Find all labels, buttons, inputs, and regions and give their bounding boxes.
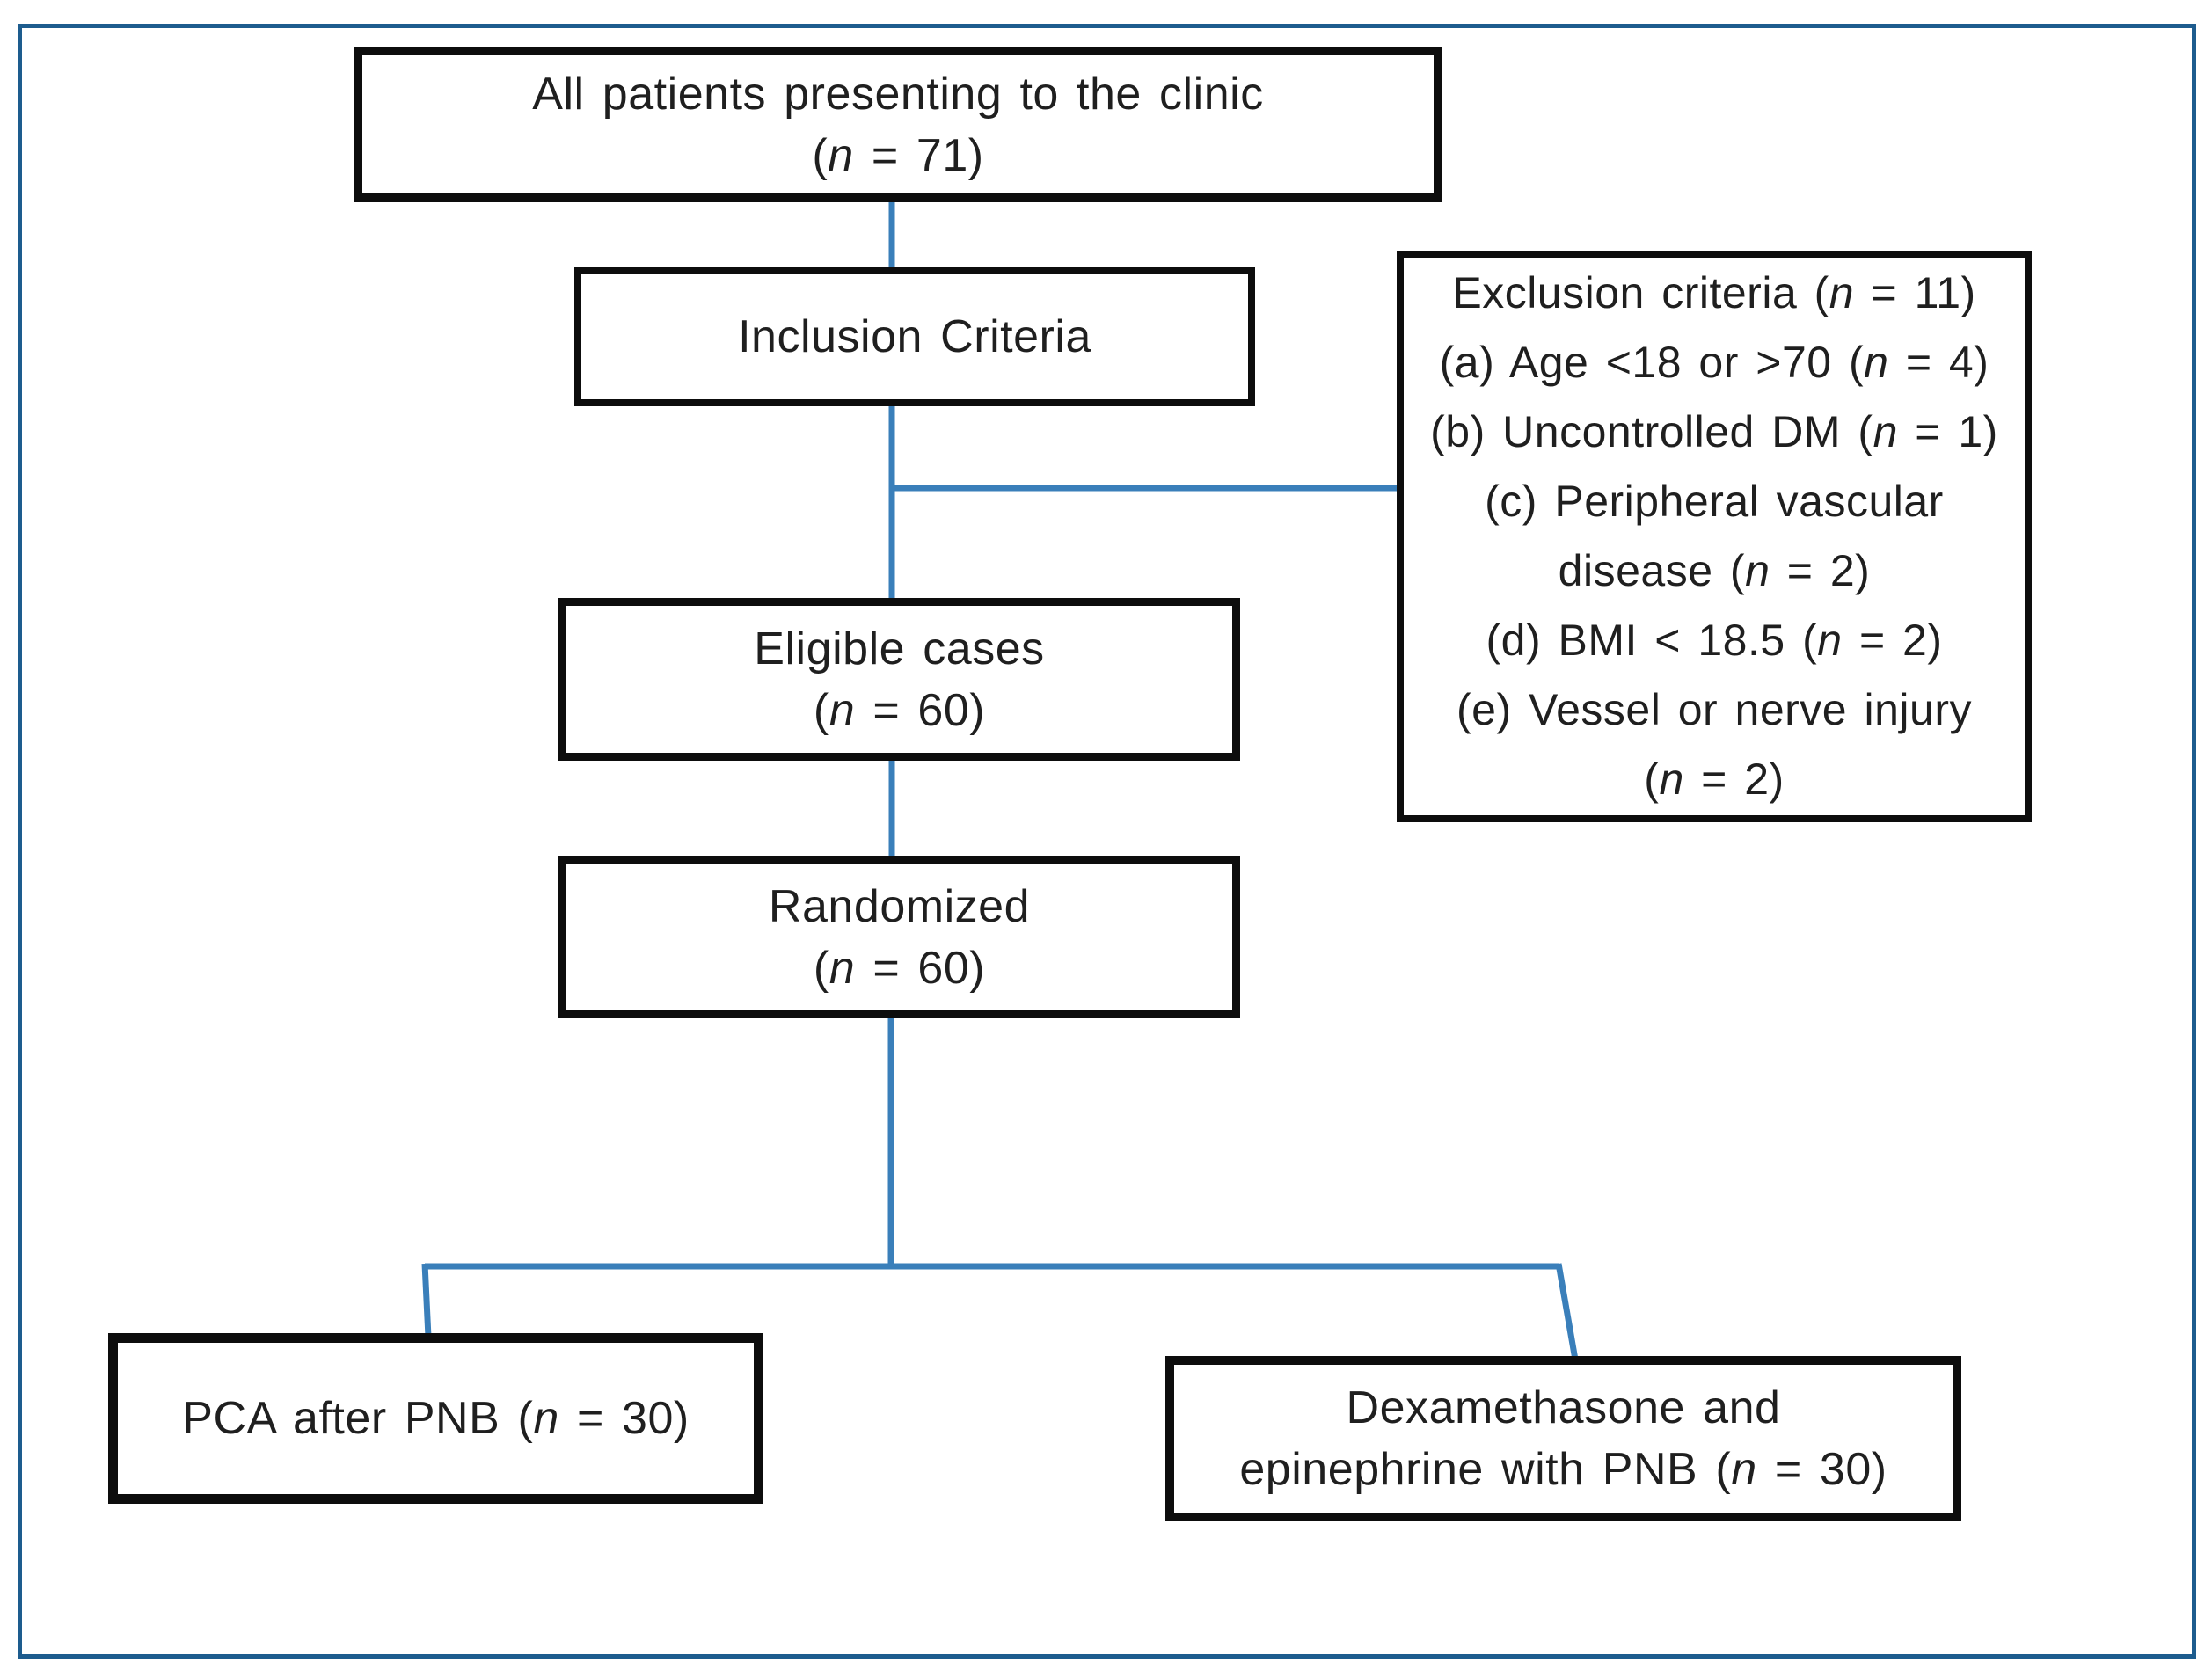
n-italic: n <box>829 942 856 994</box>
n-italic: n <box>1829 268 1855 317</box>
node-line: (n = 71) <box>812 125 983 186</box>
text-post: = 2) <box>1842 616 1943 665</box>
text-post: = 11) <box>1854 268 1976 317</box>
node-line: (n = 60) <box>814 680 985 741</box>
node-line: (b) Uncontrolled DM (n = 1) <box>1430 397 1998 467</box>
node-line: Exclusion criteria (n = 11) <box>1452 259 1975 328</box>
node-line: (a) Age <18 or >70 (n = 4) <box>1440 328 1989 397</box>
node-exclusion-criteria: Exclusion criteria (n = 11) (a) Age <18 … <box>1397 251 2032 822</box>
text-post: = 2) <box>1683 755 1785 804</box>
node-line: (d) BMI < 18.5 (n = 2) <box>1486 606 1943 675</box>
node-line: disease (n = 2) <box>1559 536 1871 606</box>
n-italic: n <box>1731 1444 1757 1495</box>
node-line: Inclusion Criteria <box>738 306 1091 368</box>
text-post: = 60) <box>855 684 986 736</box>
text-pre: ( <box>813 684 829 736</box>
diagram-border-frame <box>18 24 2196 1659</box>
text-post: = 4) <box>1888 338 1989 387</box>
text-pre: Dexamethasone and <box>1346 1382 1781 1433</box>
text-post: = 71) <box>853 129 984 181</box>
text-pre: ( <box>813 942 829 994</box>
node-line: (n = 2) <box>1644 745 1784 814</box>
n-italic: n <box>1864 338 1889 387</box>
text-pre: Randomized <box>768 880 1031 932</box>
connector-drop-to-pca <box>421 1263 432 1338</box>
n-italic: n <box>1659 755 1684 804</box>
node-line: (c) Peripheral vascular <box>1485 467 1944 536</box>
node-line: (n = 60) <box>814 937 985 999</box>
node-all-patients: All patients presenting to the clinic (n… <box>354 47 1442 202</box>
node-line: PCA after PNB (n = 30) <box>182 1388 690 1449</box>
text-post: = 60) <box>855 942 986 994</box>
text-pre: epinephrine with PNB ( <box>1239 1444 1732 1495</box>
n-italic: n <box>1873 407 1898 456</box>
text-pre: PCA after PNB ( <box>182 1393 534 1444</box>
node-pca-after-pnb: PCA after PNB (n = 30) <box>108 1333 763 1504</box>
text-pre: All patients presenting to the clinic <box>532 68 1264 120</box>
text-post: = 1) <box>1897 407 1998 456</box>
node-line: All patients presenting to the clinic <box>532 63 1263 125</box>
text-pre: ( <box>812 129 829 181</box>
text-pre: (e) Vessel or nerve injury <box>1456 685 1972 734</box>
n-italic: n <box>1817 616 1843 665</box>
node-line: Randomized <box>769 876 1030 937</box>
node-line: Eligible cases <box>754 618 1044 680</box>
text-pre: Inclusion Criteria <box>738 311 1091 362</box>
node-eligible-cases: Eligible cases (n = 60) <box>558 598 1240 761</box>
text-pre: (a) Age <18 or >70 ( <box>1439 338 1865 387</box>
n-italic: n <box>1745 546 1770 595</box>
node-randomized: Randomized (n = 60) <box>558 856 1240 1018</box>
text-post: = 30) <box>1756 1444 1887 1495</box>
text-pre: Eligible cases <box>754 623 1045 674</box>
n-italic: n <box>829 684 856 736</box>
text-pre: disease ( <box>1558 546 1746 595</box>
node-line: Dexamethasone and <box>1347 1377 1781 1439</box>
text-pre: (d) BMI < 18.5 ( <box>1486 616 1818 665</box>
text-post: = 30) <box>558 1393 690 1444</box>
node-dexamethasone-epinephrine: Dexamethasone and epinephrine with PNB (… <box>1165 1356 1961 1521</box>
n-italic: n <box>828 129 854 181</box>
node-line: (e) Vessel or nerve injury <box>1456 675 1972 745</box>
text-pre: (c) Peripheral vascular <box>1485 477 1944 526</box>
text-pre: ( <box>1644 755 1660 804</box>
text-pre: Exclusion criteria ( <box>1452 268 1829 317</box>
text-pre: (b) Uncontrolled DM ( <box>1430 407 1873 456</box>
node-inclusion-criteria: Inclusion Criteria <box>574 267 1255 406</box>
node-line: epinephrine with PNB (n = 30) <box>1239 1439 1887 1500</box>
connector-drop-to-dexamethasone <box>1555 1263 1579 1360</box>
text-post: = 2) <box>1770 546 1871 595</box>
n-italic: n <box>533 1393 559 1444</box>
